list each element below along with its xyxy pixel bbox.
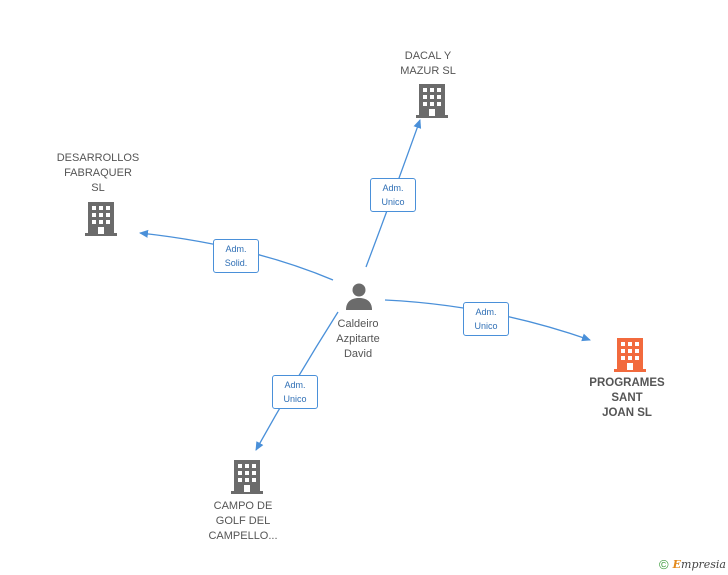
building-icon[interactable] xyxy=(231,460,263,499)
building-icon[interactable] xyxy=(416,84,448,123)
building-icon-highlighted[interactable] xyxy=(614,338,646,377)
brand-logo: Empresia xyxy=(672,558,726,571)
copyright-icon: © xyxy=(659,557,669,572)
company-name-dacal[interactable]: DACAL Y MAZUR SL xyxy=(400,50,456,77)
relation-label-programes: Adm. Unico xyxy=(463,302,509,336)
company-name-desarrollos[interactable]: DESARROLLOS FABRAQUER SL xyxy=(56,152,140,194)
building-icon[interactable] xyxy=(85,202,117,241)
person-icon[interactable] xyxy=(344,281,374,316)
footer-brand: © Empresia xyxy=(659,557,726,572)
company-name-campo[interactable]: CAMPO DE GOLF DEL CAMPELLO... xyxy=(208,500,278,542)
relation-label-dacal: Adm. Unico xyxy=(370,178,416,212)
person-name[interactable]: Caldeiro Azpitarte David xyxy=(336,318,380,360)
relation-label-campo: Adm. Unico xyxy=(272,375,318,409)
company-name-programes[interactable]: PROGRAMES SANT JOAN SL xyxy=(589,377,665,419)
relation-label-desarrollos: Adm. Solid. xyxy=(213,239,259,273)
